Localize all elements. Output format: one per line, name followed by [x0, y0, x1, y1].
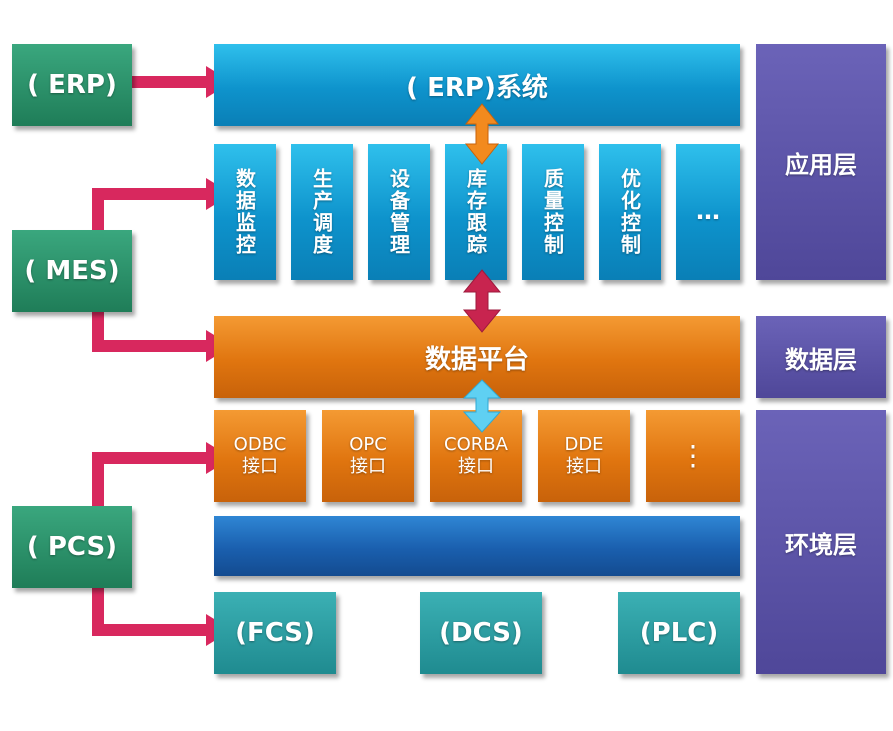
- module-production-scheduling: 生产调度: [291, 144, 353, 280]
- crimson-double-arrow: [462, 269, 502, 333]
- cyan-double-arrow: [462, 379, 502, 433]
- pcs-bottom-line: [92, 624, 210, 636]
- interface-opc-label: 接口: [350, 456, 386, 477]
- module-equipment-management: 设备管理: [368, 144, 430, 280]
- orange-double-arrow: [464, 103, 500, 165]
- interface-opc-name: OPC: [349, 434, 387, 455]
- module-optimization-control: 优化控制: [599, 144, 661, 280]
- interface-more-symbol: ⋮: [679, 439, 707, 472]
- module-inventory-tracking: 库存跟踪: [445, 144, 507, 280]
- network-bus-bar: [214, 516, 740, 576]
- interface-dde: DDE 接口: [538, 410, 630, 502]
- plc-box: (PLC): [618, 592, 740, 674]
- interface-odbc-label: 接口: [242, 456, 278, 477]
- mes-box: ( MES): [12, 230, 132, 312]
- interface-more: ⋮: [646, 410, 740, 502]
- environment-layer-label: 环境层: [756, 410, 886, 674]
- data-layer-label: 数据层: [756, 316, 886, 398]
- application-layer-label: 应用层: [756, 44, 886, 280]
- interface-corba-label: 接口: [458, 456, 494, 477]
- pcs-top-line: [92, 452, 210, 464]
- erp-box: ( ERP): [12, 44, 132, 126]
- module-more: …: [676, 144, 740, 280]
- fcs-box: (FCS): [214, 592, 336, 674]
- interface-odbc-name: ODBC: [233, 434, 287, 455]
- erp-connector-line: [132, 76, 210, 88]
- interface-corba-name: CORBA: [444, 434, 508, 455]
- interface-odbc: ODBC 接口: [214, 410, 306, 502]
- mes-top-line: [92, 188, 210, 200]
- module-quality-control: 质量控制: [522, 144, 584, 280]
- pcs-box: ( PCS): [12, 506, 132, 588]
- dcs-box: (DCS): [420, 592, 542, 674]
- pcs-up-line: [92, 452, 104, 506]
- mes-bottom-line: [92, 340, 210, 352]
- interface-opc: OPC 接口: [322, 410, 414, 502]
- interface-dde-label: 接口: [566, 456, 602, 477]
- interface-dde-name: DDE: [564, 434, 604, 455]
- module-data-monitoring: 数据监控: [214, 144, 276, 280]
